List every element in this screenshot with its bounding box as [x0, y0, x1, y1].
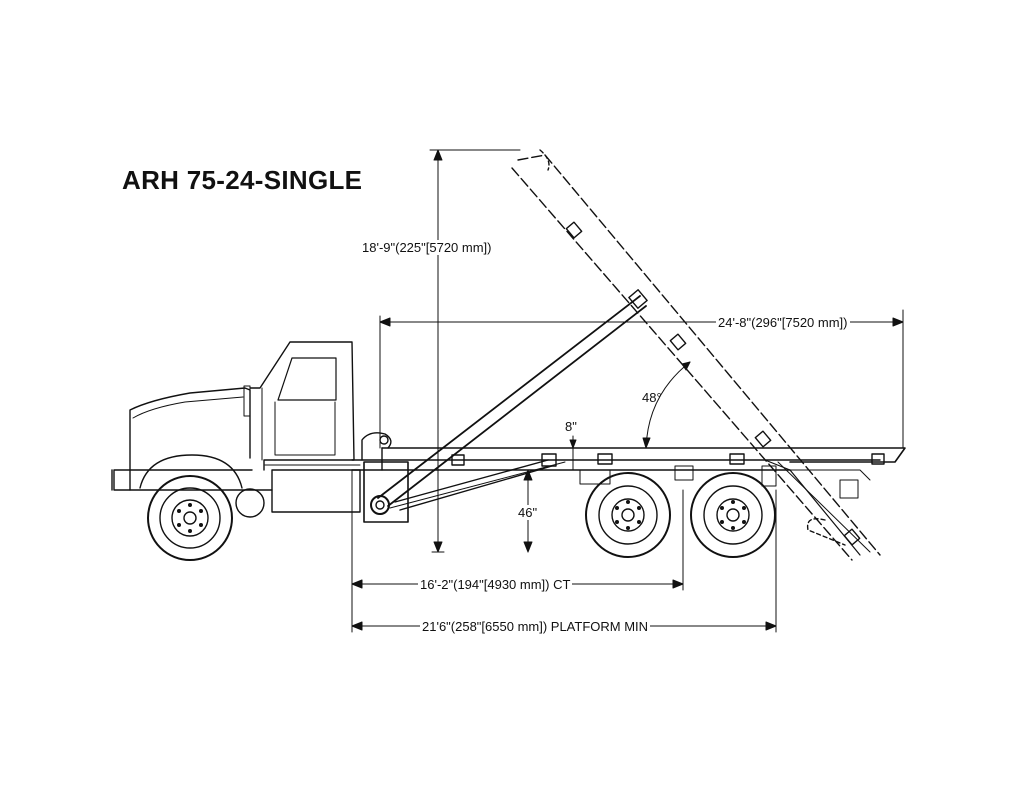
hoist-assembly: [361, 149, 885, 561]
truck-cab: [111, 341, 361, 518]
ct-dimension: 16'-2"(194"[4930 mm]) CT: [418, 577, 573, 592]
rear-wheel-1: [585, 472, 671, 558]
front-wheel: [147, 475, 233, 561]
offset-dimension: 8": [565, 419, 577, 434]
height-dimension: 18'-9"(225"[5720 mm]): [360, 240, 494, 255]
length-dimension: 24'-8"(296"[7520 mm]): [716, 315, 850, 330]
frame-height-dimension: 46": [516, 505, 540, 520]
rear-wheel-2: [690, 472, 776, 558]
angle-dimension: 48°: [642, 390, 662, 405]
dimension-lines: [351, 149, 904, 633]
platform-dimension: 21'6"(258"[6550 mm]) PLATFORM MIN: [420, 619, 651, 634]
chassis-frame: [264, 447, 906, 499]
diagram-title: ARH 75-24-SINGLE: [122, 165, 363, 195]
